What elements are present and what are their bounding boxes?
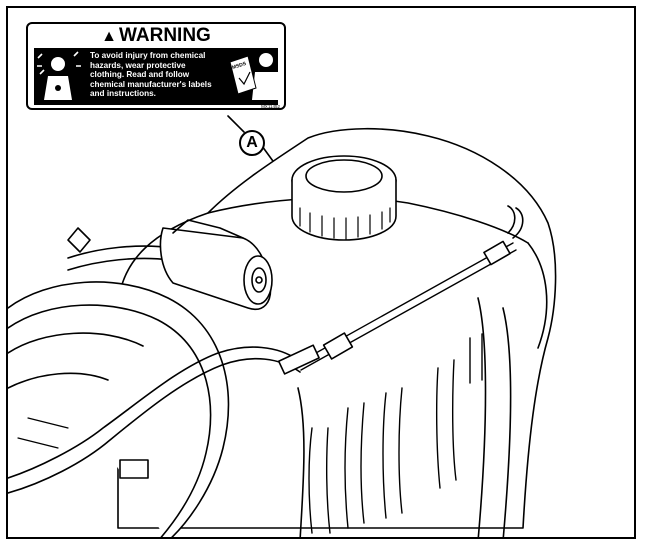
tank-ribs xyxy=(308,333,483,534)
hose-line xyxy=(8,346,299,479)
frame-bracket xyxy=(67,227,91,253)
hose-line xyxy=(8,357,301,494)
diagram-frame: ▲WARNING To avoid injury from chemical h… xyxy=(6,6,636,539)
spray-wand-icon xyxy=(277,205,524,375)
pump-motor-icon xyxy=(159,219,273,310)
warning-panel: To avoid injury from chemical hazards, w… xyxy=(34,48,280,105)
warning-message: To avoid injury from chemical hazards, w… xyxy=(90,51,212,99)
warning-header: ▲WARNING xyxy=(28,25,284,47)
protective-person-icon xyxy=(37,51,81,100)
reading-person-icon xyxy=(229,53,280,100)
hose-reel-icon xyxy=(8,281,230,537)
tank-top-edge xyxy=(207,197,529,244)
tank-strap xyxy=(502,307,512,537)
tank-strap xyxy=(297,387,305,537)
decal-part-code: MX11452 xyxy=(261,104,280,109)
sprayer-tank-illustration xyxy=(8,115,557,537)
warning-decal: ▲WARNING To avoid injury from chemical h… xyxy=(26,22,286,110)
tank-shoulder xyxy=(527,242,548,349)
warning-signal-word: WARNING xyxy=(119,25,211,46)
fill-cap-icon xyxy=(291,155,397,241)
tank-strap xyxy=(477,297,487,537)
warning-triangle-icon: ▲ xyxy=(101,28,117,45)
callout-label-a: A xyxy=(239,130,265,156)
